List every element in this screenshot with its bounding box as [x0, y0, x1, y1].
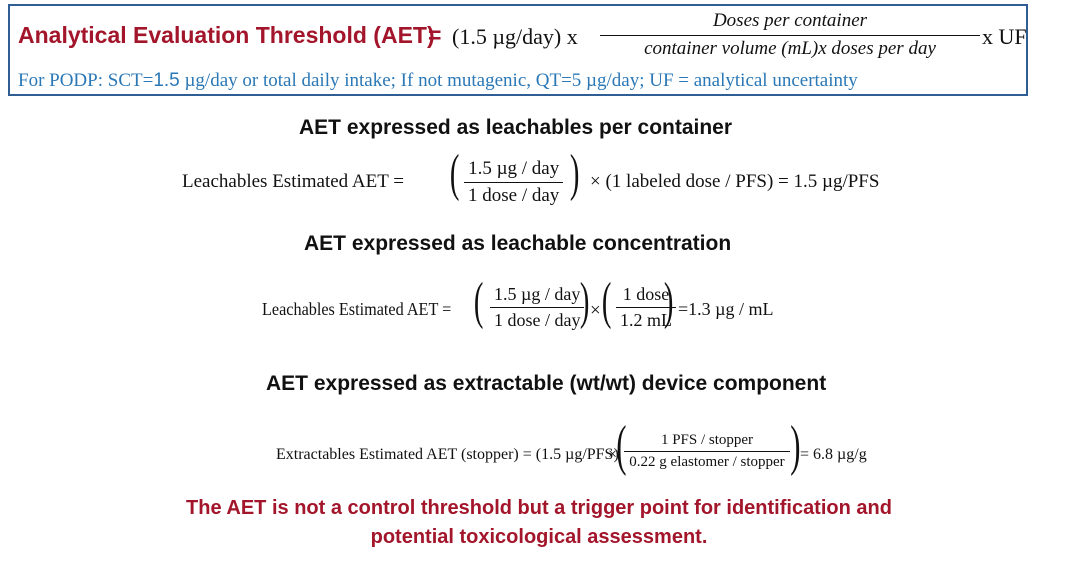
- podp-sct-value: 1.5: [153, 70, 180, 91]
- formula2-fraction-bar-2: [616, 307, 676, 308]
- section-heading-leachable-concentration: AET expressed as leachable concentration: [304, 232, 732, 255]
- formula1-result: × (1 labeled dose / PFS) = 1.5 µg/PFS: [590, 171, 880, 192]
- formula2-times-sign: ×: [590, 300, 601, 321]
- formula1-fraction-bar: [464, 182, 564, 183]
- formula2-numerator-1: 1.5 µg / day: [494, 284, 581, 304]
- aet-dose-factor: (1.5 µg/day) x: [452, 24, 578, 49]
- main-fraction-bar: [600, 35, 980, 36]
- aet-uf-suffix: x UF: [982, 24, 1027, 49]
- aet-title: Analytical Evaluation Threshold (AET): [18, 22, 435, 48]
- formula2-denominator-2: 1.2 mL: [620, 310, 672, 330]
- formula2-left-paren-2: (: [601, 273, 612, 330]
- formula1-left-paren: (: [449, 145, 460, 202]
- formula2-fraction-bar-1: [490, 307, 585, 308]
- footer-line-2: potential toxicological assessment.: [370, 526, 708, 548]
- formula3-fraction-bar: [624, 451, 790, 452]
- formula2-label: Leachables Estimated AET =: [262, 299, 452, 319]
- formula2-denominator-1: 1 dose / day: [494, 310, 581, 330]
- aet-definition-box: [8, 4, 1028, 96]
- footer-line-1: The AET is not a control threshold but a…: [186, 497, 892, 519]
- formula2-right-paren-1: ): [579, 273, 590, 330]
- aet-main-fraction: Doses per container container volume (mL…: [600, 10, 980, 60]
- formula3-result: = 6.8 µg/g: [800, 446, 867, 463]
- main-fraction-denominator: container volume (mL)x doses per day: [644, 38, 936, 59]
- formula1-label: Leachables Estimated AET =: [182, 171, 404, 192]
- formula3-right-paren: ): [790, 415, 801, 477]
- section-heading-extractable-device-component: AET expressed as extractable (wt/wt) dev…: [266, 372, 827, 395]
- main-fraction-numerator: Doses per container: [712, 10, 868, 31]
- formula3-numerator: 1 PFS / stopper: [660, 432, 754, 448]
- formula1-fraction: 1.5 µg / day 1 dose / day: [464, 158, 564, 207]
- formula3-denominator: 0.22 g elastomer / stopper: [629, 454, 785, 470]
- formula2-left-paren-1: (: [473, 273, 484, 330]
- section-heading-leachables-per-container: AET expressed as leachables per containe…: [299, 116, 733, 139]
- podp-definition-line: For PODP: SCT=1.5 µg/day or total daily …: [18, 70, 858, 92]
- podp-rest: µg/day or total daily intake; If not mut…: [179, 70, 858, 91]
- formula3-times-sign: ×: [608, 446, 618, 463]
- formula3-left-paren: (: [616, 415, 627, 477]
- aet-footer-note: The AET is not a control threshold but a…: [0, 494, 1078, 552]
- formula2-numerator-2: 1 dose: [622, 284, 670, 304]
- formula2-right-paren-2: ): [663, 273, 674, 330]
- formula3-label: Extractables Estimated AET (stopper) = (…: [276, 446, 619, 463]
- aet-equals-sign: =: [428, 22, 442, 48]
- formula3-fraction: 1 PFS / stopper 0.22 g elastomer / stopp…: [624, 432, 790, 471]
- podp-prefix: For PODP: SCT=: [18, 70, 154, 91]
- formula1-right-paren: ): [569, 145, 580, 202]
- formula1-denominator: 1 dose / day: [468, 185, 560, 206]
- formula2-fraction-1: 1.5 µg / day 1 dose / day: [490, 284, 585, 331]
- formula2-result: =1.3 µg / mL: [678, 299, 774, 319]
- formula1-numerator: 1.5 µg / day: [468, 158, 560, 179]
- formula2-fraction-2: 1 dose 1.2 mL: [616, 284, 676, 331]
